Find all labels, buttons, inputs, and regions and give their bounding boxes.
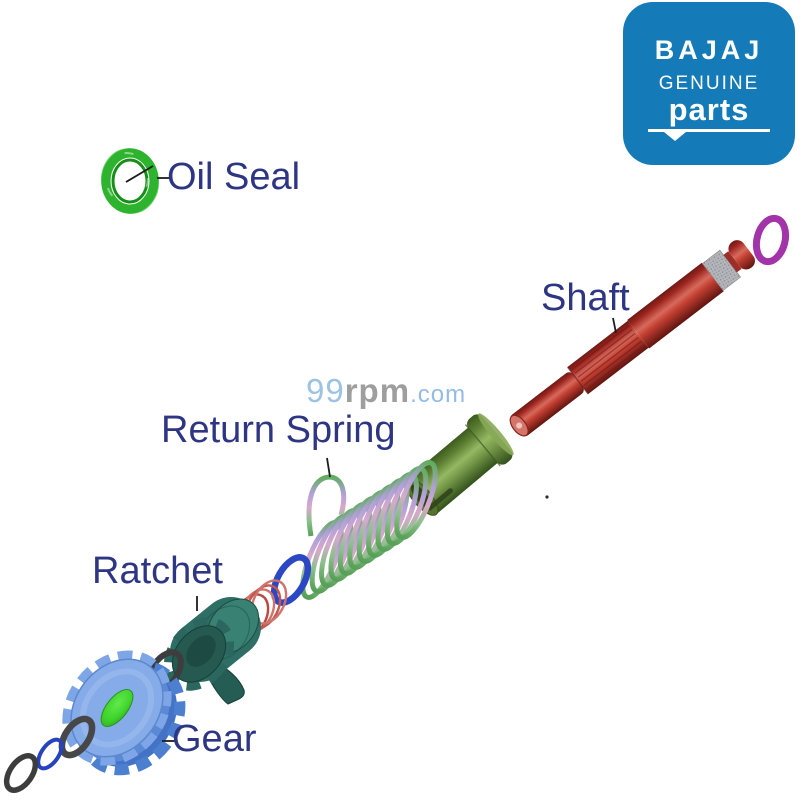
leader-lines: [125, 165, 617, 742]
watermark-rpm: rpm: [344, 372, 411, 409]
gear-hub: [100, 688, 134, 728]
spring-hook: [306, 474, 347, 537]
ratchet-part: [163, 597, 261, 705]
down-arrow-icon: [664, 132, 686, 141]
logo-parts-text: parts: [668, 92, 750, 127]
logo-underline: [648, 129, 770, 141]
leader-return-spring: [326, 457, 331, 478]
logo-brand-text: BAJAJ: [654, 35, 764, 65]
watermark-com: .com: [410, 381, 467, 408]
oil-seal-part: [100, 148, 160, 214]
label-ratchet: Ratchet: [92, 550, 223, 592]
o-ring-blue: [270, 554, 312, 606]
label-oil-seal: Oil Seal: [167, 156, 301, 198]
speck: [545, 495, 549, 499]
label-gear: Gear: [172, 718, 257, 760]
logo-genuine-text: GENUINE: [658, 73, 760, 94]
bajaj-genuine-parts-logo: BAJAJ GENUINE parts: [623, 2, 795, 165]
return-spring-part: [300, 460, 438, 600]
shim-blue: [36, 737, 64, 771]
label-shaft: Shaft: [541, 277, 630, 319]
watermark: 99rpm.com: [306, 372, 466, 410]
label-return-spring: Return Spring: [161, 409, 396, 451]
leader-shaft: [612, 317, 617, 334]
leader-oil-seal: [125, 165, 154, 183]
washer-black-2: [58, 715, 96, 759]
kick-starter-shaft: [509, 240, 755, 437]
watermark-99: 99: [306, 372, 345, 409]
o-ring-magenta: [752, 214, 790, 266]
washer-black-3: [3, 753, 39, 793]
